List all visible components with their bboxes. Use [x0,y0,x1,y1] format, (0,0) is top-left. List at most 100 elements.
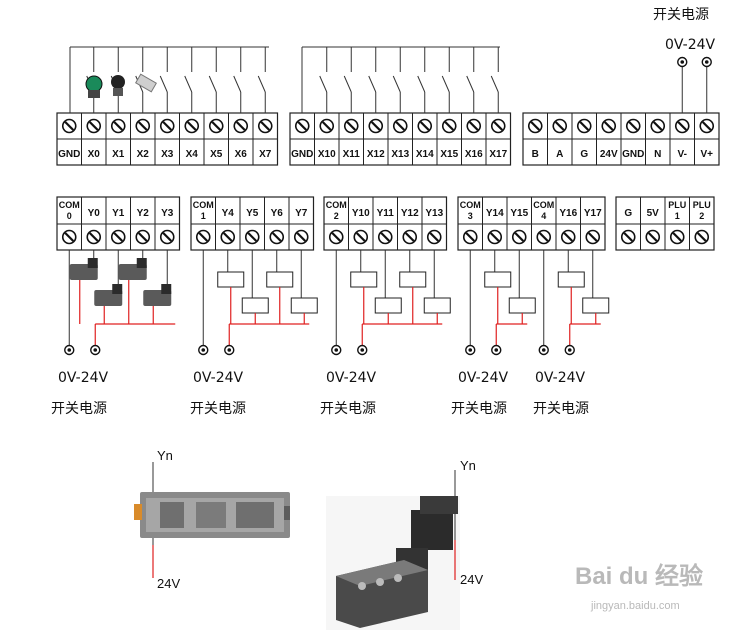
output-label-g3-0-a: COM [460,200,481,210]
input-switch-x7 [257,75,266,93]
power-label-2-b: 1 [675,211,680,221]
output-label-g2-2: Y11 [377,208,395,219]
output-terminal-screw-g2-0 [328,229,344,245]
psu-terminal-24v-g3-0 [491,344,502,356]
input2-terminal-screw-x12 [368,118,384,134]
relay-coil-g2-3 [399,271,427,288]
output-terminal-screw-g3-3 [536,229,552,245]
output-terminal-screw-g0-3 [135,229,151,245]
comm-terminal-screw-6 [674,118,690,134]
comm-terminal-screw-3 [601,118,617,134]
input2-switch-x13 [392,75,401,93]
input2-label-gnd: GND [291,149,313,160]
psu-terminal-24v-g1-0 [224,344,235,356]
comm-label-7: V+ [700,149,713,160]
input2-terminal-screw-x17 [490,118,506,134]
output-label-g0-2: Y1 [112,208,125,219]
relay-led [134,504,142,520]
psu-title-group-2: 开关电源 [320,401,376,417]
input-terminal-screw-gnd [61,118,77,134]
input-label-x5: X5 [210,149,223,160]
output-label-g0-4: Y3 [161,208,174,219]
output-label-g2-0-a: COM [326,200,347,210]
comm-terminal-screw-1 [552,118,568,134]
watermark-url: jingyan.baidu.com [590,600,680,612]
relay-coil-g1-2 [241,297,269,314]
input-terminal-screw-x5 [208,118,224,134]
output-label-g2-0-b: 2 [334,211,339,221]
relay-yn-label: Yn [157,448,173,463]
output-terminal-screw-g1-2 [244,229,260,245]
relay-coil-g1-4 [290,297,318,314]
output-terminal-screw-g3-4 [560,229,576,245]
comm-label-5: N [654,149,661,160]
comm-label-4: GND [622,149,644,160]
input2-label-x10: X10 [318,149,336,160]
psu-terminal-24v-g0-0 [90,344,101,356]
relay-coil-g2-4 [423,297,451,314]
psu-voltage-group-3b: 0V-24V [535,370,586,386]
relay-coil-g3-1 [484,271,512,288]
baidu-watermark: Bai du 经验 jingyan.baidu.com [575,562,703,612]
power-terminal-screw-1 [645,229,661,245]
comm-terminal-screw-5 [650,118,666,134]
power-terminal-screw-2 [669,229,685,245]
input2-label-x11: X11 [343,149,361,160]
top-psu-title: 开关电源 [653,7,709,23]
power-label-1: 5V [647,208,660,219]
input-switch-x6 [233,75,242,93]
input-label-x1: X1 [112,149,125,160]
psu-title-group-1: 开关电源 [190,401,246,417]
relay-coil-g3-2 [508,297,536,314]
input2-label-x13: X13 [391,149,409,160]
psu-terminal-com-g1-0 [198,344,209,356]
input-label-x3: X3 [161,149,174,160]
output-label-g3-0-b: 3 [468,211,473,221]
relay-24v-label: 24V [157,576,180,591]
output-label-g1-2: Y5 [246,208,259,219]
power-terminal-screw-0 [620,229,636,245]
psu-voltage-group-1: 0V-24V [193,370,244,386]
top-psu-voltage: 0V-24V [665,37,716,53]
valve-photo: Yn 24V [326,458,483,630]
input2-switch-x16 [466,75,475,93]
input2-switch-x15 [441,75,450,93]
comm-label-1: A [556,149,563,160]
input2-label-x14: X14 [416,149,434,160]
input2-switch-x11 [343,75,352,93]
output-terminal-screw-g3-1 [487,229,503,245]
input2-terminal-screw-x16 [466,118,482,134]
output-label-g3-5: Y17 [584,208,602,219]
relay-coil-g2-2 [374,297,402,314]
knob-switch-icon [111,75,125,89]
input2-terminal-screw-x13 [392,118,408,134]
relay-coil-g1-1 [217,271,245,288]
psu-terminal-com-g0-0 [64,344,75,356]
valve-coil [411,510,453,550]
comm-terminal-screw-7 [699,118,715,134]
psu-terminal-minus [677,56,688,68]
output-label-g1-3: Y6 [271,208,284,219]
input-label-x6: X6 [235,149,248,160]
output-terminal-screw-g3-0 [462,229,478,245]
output-label-g2-3: Y12 [401,208,419,219]
input-terminal-screw-x6 [233,118,249,134]
psu-title-group-3b: 开关电源 [533,401,589,417]
input2-terminal-screw-x11 [343,118,359,134]
psu-terminal-24v-g2-0 [357,344,368,356]
output-label-g1-0-a: COM [193,200,214,210]
input2-terminal-screw-x15 [441,118,457,134]
input-terminal-screw-x2 [135,118,151,134]
input2-label-x12: X12 [367,149,385,160]
output-label-g3-3-a: COM [533,200,554,210]
output-terminal-screw-g1-3 [269,229,285,245]
psu-voltage-group-3a: 0V-24V [458,370,509,386]
output-terminal-screw-g2-2 [377,229,393,245]
output-terminal-screw-g2-4 [426,229,442,245]
output-label-g1-4: Y7 [295,208,308,219]
output-label-g0-0-a: COM [59,200,80,210]
